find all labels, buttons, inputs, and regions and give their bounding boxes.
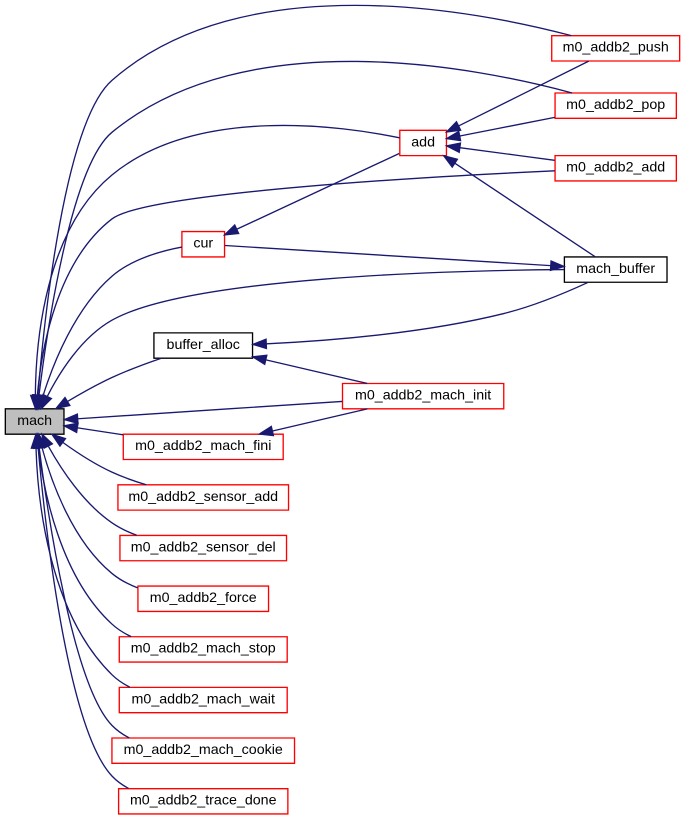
svg-text:m0_addb2_mach_stop: m0_addb2_mach_stop: [131, 641, 276, 657]
svg-text:m0_addb2_mach_init: m0_addb2_mach_init: [355, 388, 491, 404]
svg-text:m0_addb2_pop: m0_addb2_pop: [566, 97, 665, 113]
svg-text:buffer_alloc: buffer_alloc: [167, 337, 240, 353]
svg-text:m0_addb2_force: m0_addb2_force: [150, 590, 257, 606]
svg-text:m0_addb2_sensor_del: m0_addb2_sensor_del: [131, 539, 276, 555]
svg-text:m0_addb2_mach_cookie: m0_addb2_mach_cookie: [124, 742, 283, 758]
svg-text:m0_addb2_sensor_add: m0_addb2_sensor_add: [128, 489, 278, 505]
svg-text:m0_addb2_add: m0_addb2_add: [566, 160, 665, 176]
svg-text:add: add: [411, 134, 435, 150]
svg-text:m0_addb2_mach_wait: m0_addb2_mach_wait: [132, 691, 275, 707]
svg-text:m0_addb2_mach_fini: m0_addb2_mach_fini: [135, 438, 271, 454]
svg-text:mach_buffer: mach_buffer: [576, 261, 655, 277]
svg-text:cur: cur: [193, 236, 213, 252]
svg-text:m0_addb2_trace_done: m0_addb2_trace_done: [130, 793, 277, 809]
svg-text:mach: mach: [17, 413, 52, 429]
svg-text:m0_addb2_push: m0_addb2_push: [563, 40, 669, 56]
